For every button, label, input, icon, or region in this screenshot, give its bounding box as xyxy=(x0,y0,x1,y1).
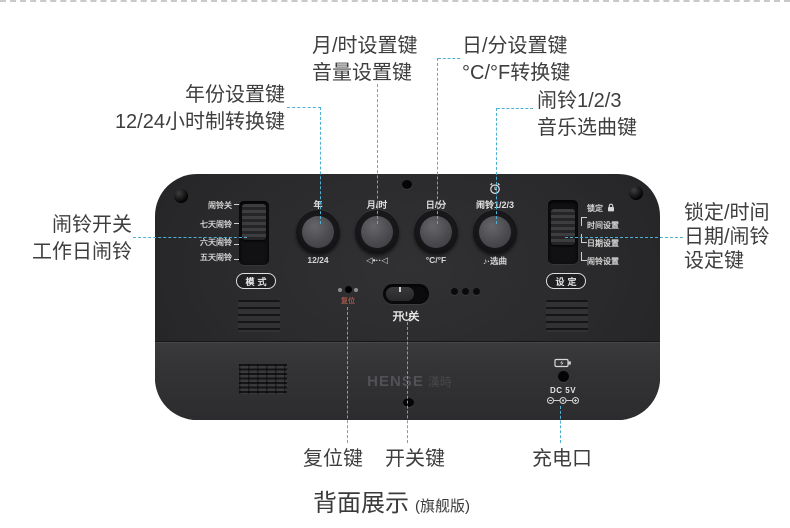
leader-line-alarm123 xyxy=(496,108,497,224)
leader-line-day-minute xyxy=(437,58,438,224)
caption-sub: (旗舰版) xyxy=(415,498,470,515)
decorative-dot xyxy=(473,288,480,295)
leader-line-year xyxy=(287,107,321,108)
dc-polarity-icon xyxy=(546,396,580,405)
reset-dot xyxy=(338,288,342,292)
setting-switch-label-time: 时间设置 xyxy=(587,221,619,230)
knob-alarm123-label: 闹铃1/2/3 xyxy=(475,200,515,210)
brand-logo-cjk: 漢時 xyxy=(427,375,452,389)
annotation-power: 开关键 xyxy=(385,448,445,470)
decorative-dot xyxy=(451,288,458,295)
annotation-setting-switch: 锁定/时间 日期/闹铃 设定键 xyxy=(684,201,770,273)
music-note-icon: ♪·选曲 xyxy=(482,256,508,266)
reset-dot xyxy=(354,288,358,292)
annotation-alarm-switch: 闹铃开关 工作日闹铃 xyxy=(12,212,132,266)
annotation-year: 年份设置键 12/24小时制转换键 xyxy=(83,82,285,136)
leader-line-setting-switch xyxy=(565,237,683,238)
alarm-switch-label-6day: 六天闹铃 xyxy=(200,238,232,247)
leader-line-month-hour xyxy=(377,84,378,224)
bracket-line xyxy=(581,217,587,226)
knob-month-hour-label: 月/时 xyxy=(366,200,388,210)
power-knob-tick xyxy=(399,287,401,292)
brand-logo-en: HENSE xyxy=(367,373,424,390)
set-button[interactable]: 设定 xyxy=(546,273,586,289)
screw-icon xyxy=(629,186,643,200)
setting-switch-label-alarm: 闹铃设置 xyxy=(587,257,619,266)
knob-year-label: 年 xyxy=(313,200,323,210)
annotation-day-minute-line1: 日/分设置键 xyxy=(462,35,568,57)
annotation-setting-switch-line1: 锁定/时间 xyxy=(684,202,770,224)
annotation-year-line1: 年份设置键 xyxy=(185,84,285,106)
setting-mode-switch[interactable] xyxy=(548,200,578,264)
decorative-dot xyxy=(462,288,469,295)
annotation-reset: 复位键 xyxy=(303,448,363,470)
leader-line-alarm-switch xyxy=(133,237,247,238)
caption-main: 背面展示 xyxy=(313,490,409,517)
leader-line-reset xyxy=(347,307,348,443)
leader-line-day-minute xyxy=(438,58,460,59)
knob-day-minute[interactable] xyxy=(414,210,458,254)
alarm-clock-icon xyxy=(488,182,502,195)
hanging-hole xyxy=(402,180,412,189)
leader-line-alarm123 xyxy=(497,108,533,109)
annotation-alarm-switch-line1: 闹铃开关 xyxy=(52,214,132,236)
leader-line-power xyxy=(407,322,408,443)
knob-alarm123[interactable] xyxy=(473,210,517,254)
screw-hole xyxy=(403,398,414,407)
volume-icon: ◁•··◁ xyxy=(366,255,388,265)
alarm-mode-switch[interactable] xyxy=(239,201,269,265)
knob-day-minute-sublabel: °C/°F xyxy=(425,255,447,265)
knob-year[interactable] xyxy=(296,210,340,254)
power-switch-caption: 开 关 xyxy=(377,308,435,324)
leader-line-year xyxy=(320,107,321,224)
knob-day-minute-label: 日/分 xyxy=(425,200,447,210)
reset-hole-label: 复位 xyxy=(341,298,355,305)
setting-switch-label-date: 日期设置 xyxy=(587,239,619,248)
power-off-label: 关 xyxy=(408,311,420,323)
annotation-alarm123-line2: 音乐选曲键 xyxy=(537,117,637,139)
annotation-day-minute: 日/分设置键 °C/°F转换键 xyxy=(462,33,570,87)
page-caption: 背面展示 (旗舰版) xyxy=(313,483,470,518)
annotation-year-line2: 12/24小时制转换键 xyxy=(114,111,285,133)
annotation-setting-switch-line3: 设定键 xyxy=(684,250,744,272)
alarm-switch-label-5day: 五天闹铃 xyxy=(200,253,232,262)
annotation-charge: 充电口 xyxy=(532,448,592,470)
dc-port-label: DC 5V xyxy=(549,386,577,395)
alarm-mode-switch-knob[interactable] xyxy=(242,204,266,240)
vent-grooves xyxy=(238,300,280,332)
lock-label-text: 锁定 xyxy=(587,204,603,213)
vent-grooves xyxy=(546,300,588,332)
annotation-month-hour: 月/时设置键 音量设置键 xyxy=(312,33,418,87)
top-dashed-divider xyxy=(0,0,790,2)
power-switch[interactable] xyxy=(383,284,429,304)
annotation-alarm123: 闹铃1/2/3 音乐选曲键 xyxy=(537,88,637,142)
annotation-alarm123-line1: 闹铃1/2/3 xyxy=(537,90,622,112)
leader-line-charge xyxy=(560,406,561,443)
annotation-month-hour-line1: 月/时设置键 xyxy=(312,35,418,57)
power-icon xyxy=(401,311,412,322)
speaker-grille xyxy=(239,364,287,394)
alarm-switch-label-off: 闹铃关 xyxy=(208,201,232,210)
lock-icon xyxy=(607,203,615,214)
alarm-switch-label-7day: 七天闹铃 xyxy=(200,220,232,229)
bracket-line xyxy=(581,252,587,261)
knob-year-sublabel: 12/24 xyxy=(307,255,329,265)
reset-hole[interactable] xyxy=(345,286,352,293)
bracket-line xyxy=(581,234,587,243)
power-on-label: 开 xyxy=(392,311,404,323)
charging-icon xyxy=(554,358,572,368)
setting-mode-switch-knob[interactable] xyxy=(551,209,575,245)
annotation-alarm-switch-line2: 工作日闹铃 xyxy=(32,241,132,263)
screw-icon xyxy=(174,189,188,203)
setting-switch-label-lock: 锁定 xyxy=(587,202,615,214)
power-switch-knob[interactable] xyxy=(386,287,414,301)
annotation-setting-switch-line2: 日期/闹铃 xyxy=(684,226,770,248)
annotation-month-hour-line2: 音量设置键 xyxy=(312,62,412,84)
dc-port[interactable] xyxy=(558,371,569,382)
annotation-day-minute-line2: °C/°F转换键 xyxy=(462,62,571,84)
mode-button[interactable]: 模式 xyxy=(236,273,276,289)
